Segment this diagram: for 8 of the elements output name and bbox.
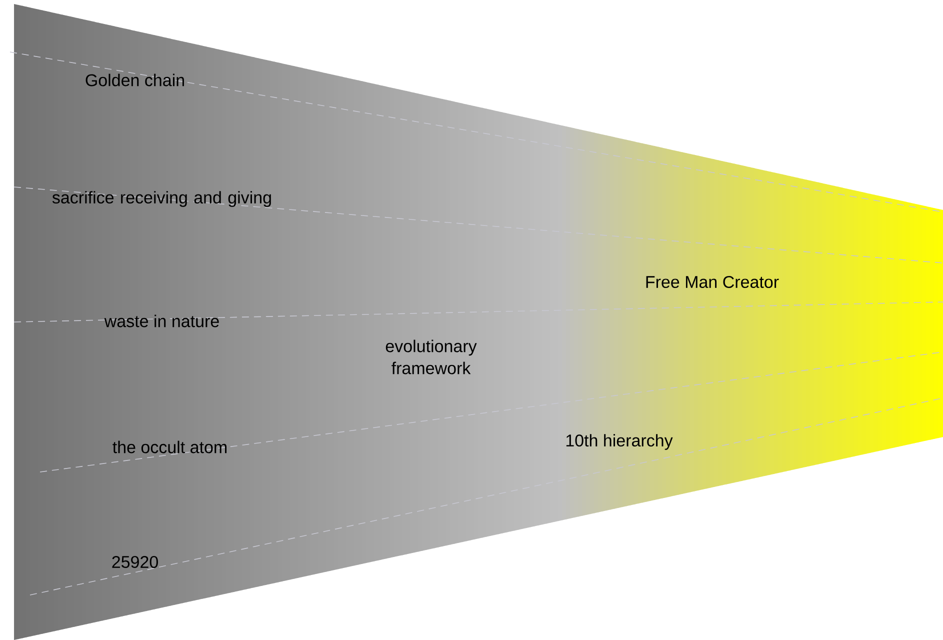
text-label: sacrifice receiving and giving	[52, 191, 271, 207]
text-label: 25920	[112, 556, 158, 568]
text-label: 10th hierarchy	[566, 434, 673, 450]
text-label: the occult atom	[112, 440, 227, 454]
text-label: waste in nature	[104, 314, 219, 328]
text-label: Golden chain	[86, 74, 184, 86]
text-label: Free Man Creator	[646, 276, 779, 288]
text-label: evolutionary framework	[386, 340, 477, 374]
